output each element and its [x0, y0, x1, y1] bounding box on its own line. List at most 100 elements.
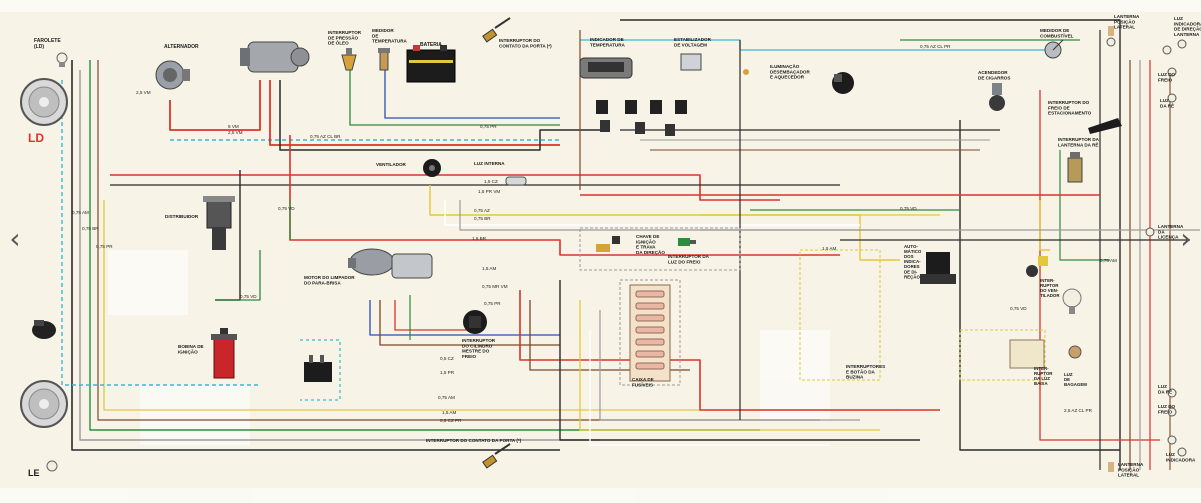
wire-green-right [1059, 150, 1110, 261]
wiper-motor-icon [348, 248, 433, 279]
wire-code: 0,5 CZ [440, 356, 454, 361]
wire-code: 0,75 VD [240, 294, 257, 299]
wire-code: 0,75 AM [438, 395, 455, 400]
wire-cyan-dashed-left [61, 80, 260, 386]
wire-black-fuse [559, 280, 920, 441]
temperature-sender-icon [378, 48, 390, 71]
label-ventilador: VENTILADOR [376, 162, 407, 167]
dashed-frame-fusebox [619, 279, 681, 386]
label-luz-interna: LUZ INTERNA [474, 161, 505, 166]
wire-code: 2,5 VM [136, 90, 151, 95]
wire-code: 0,75 PR [484, 301, 501, 306]
label-le: LE [28, 468, 40, 478]
wire-black-left-trunk [71, 60, 560, 451]
wire-yellow-left [103, 200, 900, 411]
wire-code: 0,75 VD [900, 206, 917, 211]
label-distribuidor: DISTRIBUIDOR [165, 214, 199, 219]
relay-box-icon [304, 355, 332, 382]
wire-red-starter [269, 80, 560, 146]
wire-code: 2,5 AZ CL PR [1064, 408, 1093, 413]
wire-code: 0,75 AZ CL BR [310, 134, 341, 139]
distributor-icon [203, 196, 235, 250]
wire-code: 0,75 BR [82, 226, 99, 231]
dimmer-switch-icon [1009, 339, 1045, 369]
wire-code-labels: 2,5 VM 6 VM 2,5 VM 0,75 AZ CL BR 0,75 AZ… [72, 44, 1117, 423]
interior-light-icon [505, 176, 527, 186]
parking-brake-switch-icon [1088, 118, 1122, 134]
tachometer-icon [832, 72, 854, 94]
wire-code: 6 VM [228, 124, 239, 129]
temperature-gauge-icon [579, 57, 633, 79]
wire-code: 1,5 AM [822, 246, 836, 251]
turn-signal-automatic-icon [920, 252, 956, 284]
door-switch-top-icon [482, 17, 511, 43]
next-arrow-icon[interactable]: › [1180, 222, 1192, 255]
wire-brown-wiper [379, 300, 560, 346]
wire-green-battery [349, 70, 560, 126]
wire-blue-temp [384, 70, 560, 119]
voltage-stabilizer-icon [680, 53, 702, 71]
wire-code: 0,75 VD [1010, 306, 1027, 311]
trunk-lamp-icon [1068, 345, 1082, 359]
wire-red-wiper [394, 300, 470, 331]
starter-motor-icon [240, 41, 310, 73]
wire-code: 1,5 AM [442, 410, 456, 415]
wire-yellow-right [1039, 200, 1050, 251]
brake-cylinder-switch-icon [463, 310, 487, 334]
wire-code: 0,75 PR [480, 124, 497, 129]
ventilator-icon [423, 159, 441, 177]
trunk-light-bulb-icon [1062, 288, 1082, 314]
wire-brown-left-trunk [97, 60, 820, 421]
dashed-frame-chave [579, 227, 741, 271]
component-labels: FAROLETE(LD) LD LE ALTERNADOR INTERRUPTO… [28, 14, 1201, 478]
wire-code: 1,5 PR VM [478, 189, 500, 194]
headlamp-left-top-icon [20, 78, 68, 126]
wire-code: 0,5 CZ PR [440, 418, 462, 423]
dashed-frame-luzbaixa [959, 329, 1046, 381]
wire-code: 0,75 BR [474, 216, 491, 221]
wire-code: 0,75 AZ CL PR [920, 44, 951, 49]
ignition-coil-icon [211, 328, 237, 379]
components [20, 17, 1187, 472]
wire-grey-left-trunk [79, 70, 600, 441]
alternator-icon [155, 60, 190, 90]
previous-arrow-icon[interactable]: ‹ [9, 222, 21, 255]
wire-red-fuse [519, 290, 940, 411]
wire-black-top-bus [620, 19, 1121, 470]
label-bateria: BATERIA [420, 42, 442, 48]
wire-cyan-dashed-3 [300, 339, 341, 401]
tail-lamps-bottom-icon [1108, 388, 1187, 472]
wire-code: 0,75 MR VM [482, 284, 508, 289]
reverse-lamp-switch-icon [1067, 152, 1083, 183]
tail-lamps-top-icon [1106, 26, 1187, 103]
door-switch-bottom-icon [482, 443, 511, 469]
wire-red-alternator [169, 80, 261, 131]
fan-switch-icon [1026, 256, 1048, 277]
wire-green-left-trunk [89, 60, 760, 431]
wire-cyan-top-bus [580, 39, 1060, 51]
